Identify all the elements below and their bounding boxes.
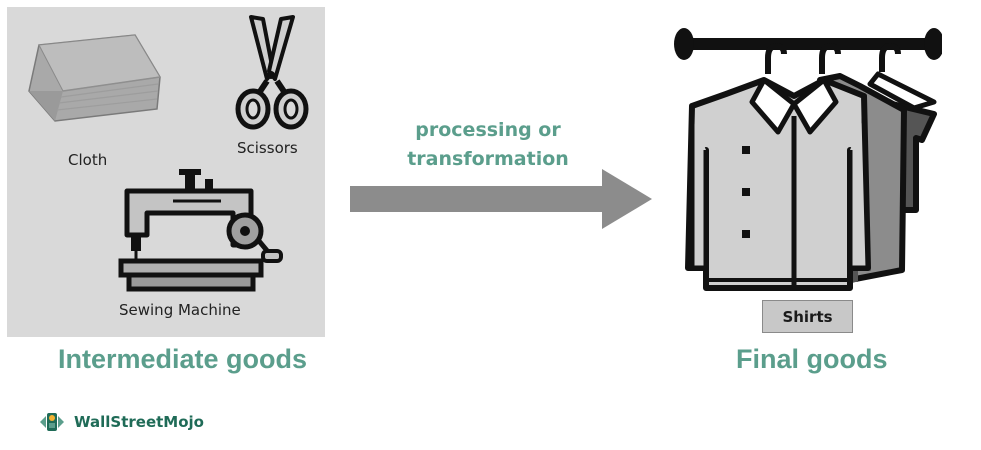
- intermediate-goods-panel: Cloth Scissors: [7, 7, 325, 337]
- shirts-on-rack-icon: [674, 28, 942, 291]
- arrow-label: processing or transformation: [388, 116, 588, 174]
- scissors-label: Scissors: [237, 139, 298, 157]
- shirts-label: Shirts: [782, 307, 833, 326]
- final-goods-caption: Final goods: [736, 344, 888, 374]
- cloth-icon: [28, 34, 161, 122]
- scissors-icon: [235, 15, 309, 130]
- sewing-machine-item: Sewing Machine: [107, 165, 297, 325]
- shirts-label-box: Shirts: [762, 300, 853, 333]
- right-arrow-icon: [350, 169, 652, 229]
- sewing-machine-icon: [118, 169, 283, 292]
- cloth-label: Cloth: [68, 151, 108, 169]
- arrow-label-line2: transformation: [407, 148, 569, 170]
- arrow-label-line1: processing or: [415, 119, 561, 141]
- sewing-machine-label: Sewing Machine: [119, 301, 241, 319]
- cloth-item: Cloth: [17, 25, 167, 169]
- scissors-item: Scissors: [233, 13, 313, 163]
- wallstreetmojo-logo: WallStreetMojo: [36, 408, 204, 436]
- logo-text: WallStreetMojo: [74, 413, 204, 431]
- intermediate-goods-caption: Intermediate goods: [58, 344, 308, 374]
- wallstreetmojo-logo-icon: [38, 410, 66, 434]
